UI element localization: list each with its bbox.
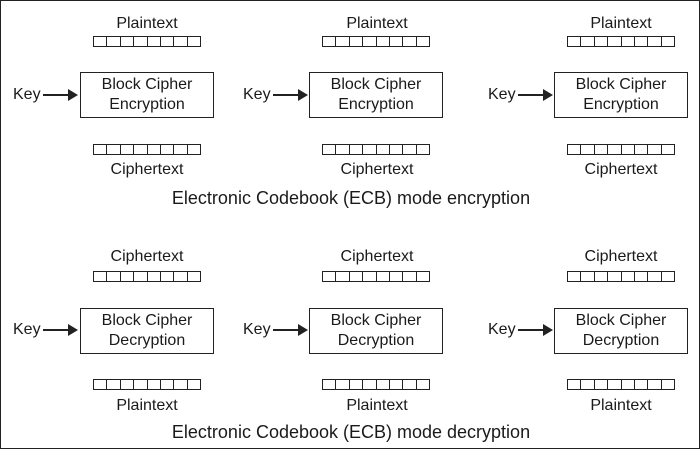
- key-arrow-icon: [43, 324, 78, 336]
- plaintext-label: Plaintext: [590, 397, 652, 414]
- block-title: Block Cipher: [575, 76, 667, 93]
- plaintext-label: Plaintext: [590, 15, 652, 32]
- plaintext-block-strip: [322, 379, 430, 390]
- block-title: Block Cipher: [101, 312, 193, 329]
- ciphertext-label: Ciphertext: [340, 248, 414, 265]
- plaintext-label: Plaintext: [346, 15, 408, 32]
- ciphertext-label: Ciphertext: [110, 248, 184, 265]
- key-label: Key: [13, 321, 41, 338]
- ciphertext-block-strip: [93, 144, 201, 155]
- plaintext-label: Plaintext: [346, 397, 408, 414]
- ciphertext-block-strip: [322, 144, 430, 155]
- block-title: Block Cipher: [575, 312, 667, 329]
- block-cipher-encryption-box: Block Cipher Encryption: [554, 72, 688, 118]
- key-label: Key: [243, 321, 271, 338]
- block-cipher-decryption-box: Block Cipher Decryption: [309, 308, 443, 354]
- ciphertext-block-strip: [567, 144, 675, 155]
- key-arrow-icon: [43, 89, 78, 101]
- plaintext-block-strip: [322, 36, 430, 47]
- decryption-caption: Electronic Codebook (ECB) mode decryptio…: [171, 422, 531, 442]
- block-operation: Encryption: [583, 96, 659, 113]
- block-operation: Decryption: [582, 332, 660, 349]
- encryption-caption: Electronic Codebook (ECB) mode encryptio…: [171, 188, 531, 208]
- ciphertext-block-strip: [322, 271, 430, 282]
- key-arrow-icon: [518, 324, 553, 336]
- block-cipher-decryption-box: Block Cipher Decryption: [554, 308, 688, 354]
- key-label: Key: [488, 321, 516, 338]
- block-operation: Decryption: [337, 332, 415, 349]
- block-cipher-encryption-box: Block Cipher Encryption: [309, 72, 443, 118]
- ciphertext-block-strip: [93, 271, 201, 282]
- block-cipher-decryption-box: Block Cipher Decryption: [80, 308, 214, 354]
- block-title: Block Cipher: [101, 76, 193, 93]
- plaintext-block-strip: [93, 379, 201, 390]
- ciphertext-label: Ciphertext: [584, 248, 658, 265]
- ciphertext-label: Ciphertext: [110, 161, 184, 178]
- block-cipher-encryption-box: Block Cipher Encryption: [80, 72, 214, 118]
- block-operation: Decryption: [108, 332, 186, 349]
- block-title: Block Cipher: [330, 76, 422, 93]
- key-label: Key: [243, 86, 271, 103]
- plaintext-block-strip: [567, 379, 675, 390]
- key-arrow-icon: [273, 324, 308, 336]
- block-operation: Encryption: [109, 96, 185, 113]
- key-label: Key: [13, 86, 41, 103]
- block-operation: Encryption: [338, 96, 414, 113]
- key-label: Key: [488, 86, 516, 103]
- plaintext-label: Plaintext: [116, 15, 178, 32]
- ciphertext-label: Ciphertext: [340, 161, 414, 178]
- key-arrow-icon: [273, 89, 308, 101]
- ciphertext-block-strip: [567, 271, 675, 282]
- plaintext-block-strip: [93, 36, 201, 47]
- key-arrow-icon: [518, 89, 553, 101]
- plaintext-block-strip: [567, 36, 675, 47]
- block-title: Block Cipher: [330, 312, 422, 329]
- ciphertext-label: Ciphertext: [584, 161, 658, 178]
- plaintext-label: Plaintext: [116, 397, 178, 414]
